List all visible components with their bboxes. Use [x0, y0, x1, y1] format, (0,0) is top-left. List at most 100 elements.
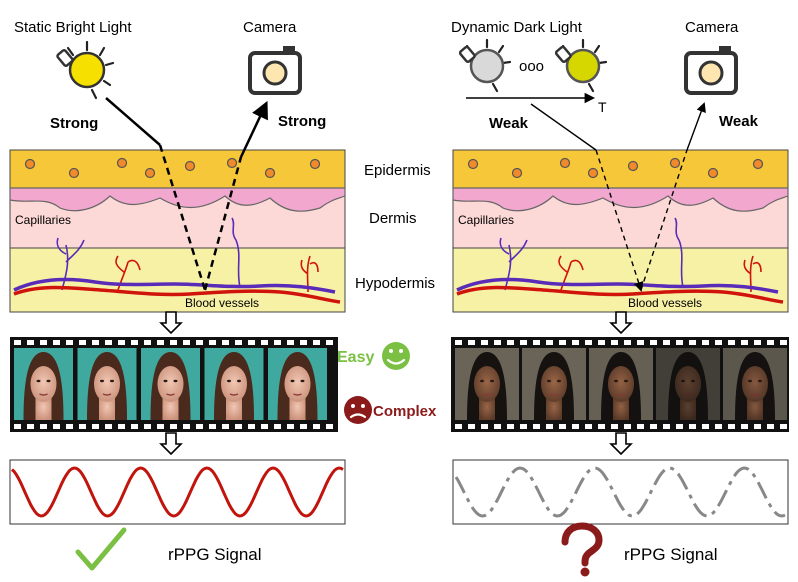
left-incident-ray [105, 97, 161, 146]
film-sprocket [767, 424, 774, 429]
film-sprocket [702, 340, 709, 345]
film-sprocket [585, 340, 592, 345]
film-sprocket [105, 424, 112, 429]
film-sprocket [650, 340, 657, 345]
film-sprocket [689, 424, 696, 429]
film-sprocket [248, 424, 255, 429]
time-axis-label: T [598, 99, 607, 115]
film-sprocket [676, 424, 683, 429]
left-light-label: Static Bright Light [14, 19, 132, 36]
noisy-rppg-signal [454, 466, 786, 518]
film-sprocket [300, 424, 307, 429]
film-sprocket [481, 424, 488, 429]
film-sprocket [27, 340, 34, 345]
sequence-ellipsis: ooo [519, 58, 544, 75]
happy-face-icon [382, 342, 410, 370]
question-mark-icon [561, 522, 603, 577]
film-sprocket [520, 340, 527, 345]
film-sprocket [222, 340, 229, 345]
film-sprocket [131, 424, 138, 429]
film-sprocket [92, 424, 99, 429]
video-frame [268, 348, 327, 420]
film-sprocket [105, 340, 112, 345]
video-frame [141, 348, 200, 420]
film-sprocket [313, 340, 320, 345]
film-sprocket [702, 424, 709, 429]
right-capillaries-label: Capillaries [458, 213, 514, 227]
film-sprocket [40, 340, 47, 345]
film-sprocket [572, 340, 579, 345]
film-sprocket [287, 424, 294, 429]
left-incoming-strength: Strong [50, 115, 98, 132]
film-sprocket [118, 340, 125, 345]
film-sprocket [14, 340, 21, 345]
film-sprocket [144, 424, 151, 429]
film-sprocket [326, 424, 333, 429]
film-sprocket [624, 340, 631, 345]
film-sprocket [157, 340, 164, 345]
film-sprocket [79, 340, 86, 345]
film-sprocket [196, 424, 203, 429]
bright-bulb-icon [56, 40, 115, 100]
left-panel: Static Bright Light Camera Strong Strong [9, 19, 437, 571]
film-sprocket [209, 340, 216, 345]
film-sprocket [780, 424, 787, 429]
right-reflected-ray-dashed [640, 149, 688, 291]
film-sprocket [261, 340, 268, 345]
right-signal-box [452, 459, 789, 525]
down-arrow-icon [159, 311, 183, 335]
film-sprocket [248, 340, 255, 345]
left-reflected-ray-dashed [203, 156, 243, 291]
left-blood-vessels-label: Blood vessels [185, 296, 259, 310]
film-sprocket [196, 340, 203, 345]
video-frame [589, 348, 653, 420]
film-sprocket [754, 424, 761, 429]
video-frame [204, 348, 264, 420]
film-sprocket [313, 424, 320, 429]
film-sprocket [468, 340, 475, 345]
film-sprocket [183, 424, 190, 429]
layer-hypodermis-label: Hypodermis [355, 275, 435, 292]
film-sprocket [780, 340, 787, 345]
checkmark-icon [75, 527, 127, 571]
film-sprocket [455, 340, 462, 345]
film-sprocket [533, 424, 540, 429]
film-sprocket [546, 340, 553, 345]
film-sprocket [261, 424, 268, 429]
film-sprocket [637, 424, 644, 429]
film-sprocket [611, 424, 618, 429]
right-panel: Dynamic Dark Light Camera ooo [451, 19, 789, 577]
film-sprocket [585, 424, 592, 429]
film-sprocket [507, 340, 514, 345]
left-outgoing-strength: Strong [278, 113, 326, 130]
film-sprocket [66, 424, 73, 429]
video-frame [723, 348, 787, 420]
film-sprocket [53, 340, 60, 345]
video-frame [14, 348, 73, 420]
film-sprocket [79, 424, 86, 429]
down-arrow-icon [609, 432, 633, 456]
right-video-frames [451, 337, 789, 432]
film-sprocket [689, 340, 696, 345]
film-sprocket [14, 424, 21, 429]
film-sprocket [624, 424, 631, 429]
film-sprocket [546, 424, 553, 429]
layer-dermis-label: Dermis [369, 210, 417, 227]
left-skin-model: Capillaries Blood vessels [9, 149, 346, 313]
film-sprocket [170, 424, 177, 429]
film-sprocket [131, 340, 138, 345]
film-sprocket [235, 340, 242, 345]
dark-bulb-icon [458, 38, 512, 93]
film-sprocket [494, 424, 501, 429]
film-sprocket [274, 340, 281, 345]
right-incident-ray-dashed [595, 149, 644, 292]
film-sprocket [663, 340, 670, 345]
left-capillaries-label: Capillaries [15, 213, 71, 227]
film-sprocket [170, 340, 177, 345]
film-sprocket [507, 424, 514, 429]
right-camera-icon [684, 46, 738, 95]
film-sprocket [287, 340, 294, 345]
dim-bulb-icon [554, 38, 608, 93]
film-sprocket [27, 424, 34, 429]
